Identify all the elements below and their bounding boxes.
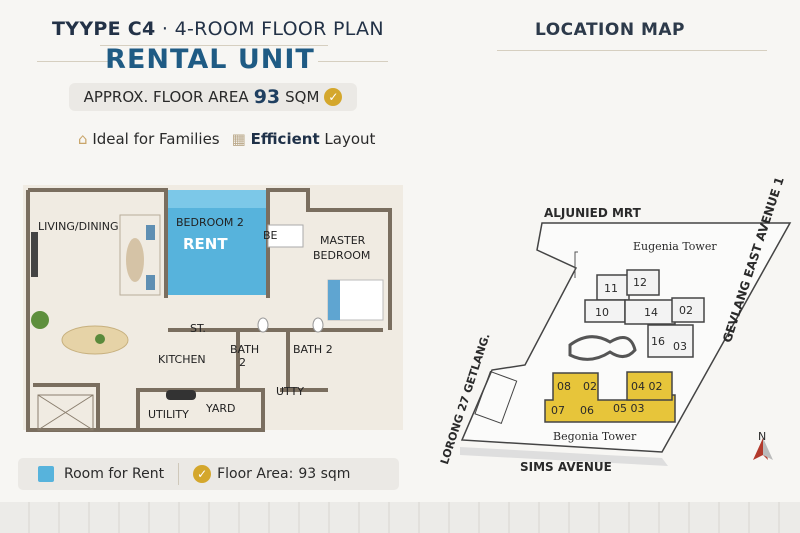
page-subtitle: RENTAL UNIT — [105, 44, 315, 75]
room-utty: UTTY — [276, 385, 305, 398]
road-north-label: ALJUNIED MRT — [544, 206, 641, 220]
room-master-bedroom-2: BEDROOM — [313, 249, 371, 262]
unit-label: 14 — [644, 306, 658, 319]
plan-type: 4-ROOM FLOOR PLAN — [174, 18, 384, 40]
unit-label: 02 — [679, 304, 693, 317]
divider — [37, 61, 112, 62]
divider — [100, 45, 328, 46]
room-kitchen: KITCHEN — [158, 353, 206, 366]
rent-tag: RENT — [183, 235, 228, 253]
unit-label: 06 — [580, 404, 594, 417]
area-unit: SQM — [285, 88, 320, 106]
rent-color-swatch — [38, 466, 54, 482]
room-label-partial: BE — [263, 229, 278, 242]
unit-label: 12 — [633, 276, 647, 289]
divider — [178, 463, 180, 485]
room-utility: UTILITY — [148, 408, 189, 421]
grid-icon: ▦ — [231, 130, 246, 148]
unit-label: 04 02 — [631, 380, 663, 393]
room-bath: BATH — [230, 343, 260, 356]
separator: · — [161, 18, 169, 40]
feature-list: ⌂ Ideal for Families ▦ Efficient Layout — [78, 130, 375, 148]
legend-area-label: Floor Area: — [217, 466, 294, 482]
plan-legend: Room for Rent ✓ Floor Area: 93 sqm — [18, 458, 399, 490]
room-store: ST. — [190, 322, 206, 335]
unit-label: 02 — [583, 380, 597, 393]
location-map: ALJUNIED MRT GEVLANG EAST AVENUE 1 LORON… — [420, 175, 800, 490]
floor-plan-walls — [23, 185, 403, 432]
unit-label: 05 03 — [613, 402, 645, 415]
feature-label: Ideal for Families — [92, 130, 220, 148]
site-map — [460, 222, 792, 466]
road-south-label: SIMS AVENUE — [520, 460, 612, 474]
footer-band — [0, 502, 800, 533]
divider — [318, 61, 388, 62]
location-map-title: LOCATION MAP — [534, 20, 686, 40]
house-icon: ⌂ — [78, 130, 88, 148]
room-bedroom-2: BEDROOM 2 — [176, 216, 244, 229]
unit-label: 07 — [551, 404, 565, 417]
legend-area-value: 93 sqm — [298, 466, 351, 482]
feature-label: Layout — [324, 130, 376, 148]
legend-rent-label: Room for Rent — [64, 466, 165, 482]
begonia-tower-label: Begonia Tower — [553, 430, 637, 443]
divider — [497, 50, 767, 51]
area-prefix: APPROX. FLOOR AREA — [83, 88, 249, 106]
room-bath-2: BATH 2 — [293, 343, 333, 356]
check-icon: ✓ — [324, 88, 343, 106]
unit-label: 16 — [651, 335, 665, 348]
feature-families: ⌂ Ideal for Families — [78, 130, 220, 148]
unit-label: 10 — [595, 306, 609, 319]
check-icon: ✓ — [193, 465, 212, 483]
unit-label: 11 — [604, 282, 618, 295]
unit-label: 03 — [673, 340, 687, 353]
plan-title: TYYPE C4 · 4-ROOM FLOOR PLAN — [52, 18, 384, 40]
room-master-bedroom: MASTER — [320, 234, 366, 247]
unit-type: TYYPE C4 — [52, 18, 156, 40]
floor-plan: LIVING/DINING BEDROOM 2 RENT BE MASTER B… — [18, 180, 404, 435]
area-value: 93 — [253, 86, 281, 108]
feature-layout: ▦ Efficient Layout — [232, 130, 376, 148]
eugenia-tower-label: Eugenia Tower — [633, 240, 717, 253]
room-living-dining: LIVING/DINING — [38, 220, 119, 233]
unit-label: 08 — [557, 380, 571, 393]
room-yard: YARD — [206, 402, 236, 415]
floor-area-badge: APPROX. FLOOR AREA 93 SQM ✓ — [69, 83, 357, 111]
feature-label-bold: Efficient — [250, 130, 320, 148]
room-bath-number: 2 — [239, 356, 246, 369]
compass-north-label: N — [758, 430, 767, 443]
